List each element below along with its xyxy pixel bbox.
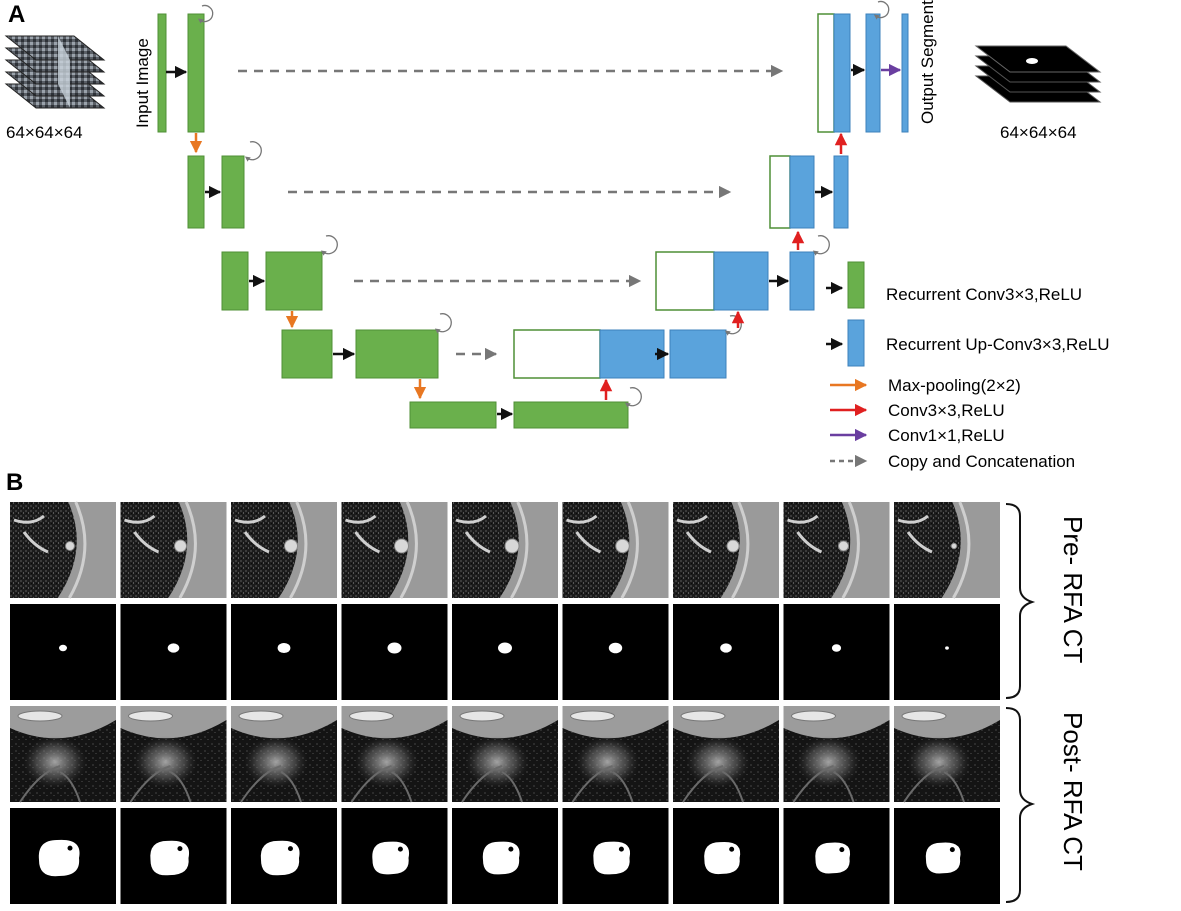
enc4-recurrent-loop <box>434 313 452 334</box>
input-image-stack <box>4 35 106 109</box>
post-ct-image <box>452 706 558 803</box>
legend-recurrent-conv: Recurrent Conv3×3,ReLU <box>886 285 1082 304</box>
dec3-recurrent-loop <box>812 235 830 256</box>
dec4-copy-block <box>513 329 601 379</box>
pre-mask-image <box>673 604 779 700</box>
pre-ct-image <box>452 501 558 599</box>
post-mask-image <box>673 808 779 904</box>
bottleneck-block-b <box>513 401 629 429</box>
post-rfa-label: Post- RFA CT <box>1058 712 1088 871</box>
enc2-recurrent-loop <box>244 141 262 162</box>
post-ct-image <box>673 706 779 803</box>
post-ct-image <box>562 706 669 803</box>
dec2-block <box>833 155 849 229</box>
dec2-copy-block <box>769 155 791 229</box>
dec4-block <box>669 329 727 379</box>
post-rfa-bracket <box>1005 707 1036 903</box>
post-mask-image <box>894 808 1000 904</box>
post-mask-image <box>783 808 890 904</box>
bottleneck-recurrent-loop <box>624 387 642 408</box>
pre-rfa-label: Pre- RFA CT <box>1058 516 1088 663</box>
enc2-block-b <box>221 155 245 229</box>
pre-rfa-bracket <box>1005 503 1036 699</box>
dec1-block <box>865 13 881 133</box>
pre-ct-image <box>120 501 227 599</box>
legend-conv1: Conv1×1,ReLU <box>888 426 1005 445</box>
output-label: Output Segmenti <box>918 0 937 124</box>
enc1-input-bar <box>157 13 167 133</box>
post-mask-image <box>231 808 337 904</box>
pre-mask-image <box>452 604 558 700</box>
pre-ct-image <box>673 501 779 599</box>
pre-ct-image <box>783 501 890 599</box>
legend: Recurrent Conv3×3,ReLU Recurrent Up-Conv… <box>826 261 1109 471</box>
output-segmentation-stack <box>974 45 1102 103</box>
dec1-copy-block <box>817 13 835 133</box>
ct-image-grid <box>10 501 1000 904</box>
pre-ct-image <box>894 501 1000 599</box>
post-ct-image <box>341 706 448 803</box>
pre-mask-image <box>120 604 227 700</box>
dec3-copy-block <box>655 251 715 311</box>
enc3-recurrent-loop <box>320 235 338 256</box>
enc3-block-b <box>265 251 323 311</box>
post-mask-image <box>10 808 116 904</box>
enc2-block-a <box>187 155 205 229</box>
legend-green-swatch <box>847 261 865 309</box>
pre-mask-image <box>10 604 116 700</box>
output-bar <box>901 13 909 133</box>
pre-mask-image <box>341 604 448 700</box>
legend-recurrent-upconv: Recurrent Up-Conv3×3,ReLU <box>886 335 1109 354</box>
post-ct-image <box>894 706 1000 803</box>
post-mask-image <box>452 808 558 904</box>
enc3-block-a <box>221 251 249 311</box>
pre-ct-image <box>562 501 669 599</box>
legend-conv3: Conv3×3,ReLU <box>888 401 1005 420</box>
post-mask-image <box>120 808 227 904</box>
pre-ct-image <box>231 501 337 599</box>
enc1-block <box>187 13 205 133</box>
dec4-up-block <box>599 329 665 379</box>
pre-mask-image <box>783 604 890 700</box>
input-image-label: Input Image <box>133 38 152 128</box>
pre-mask-image <box>894 604 1000 700</box>
post-ct-image <box>10 706 116 803</box>
bottleneck-block-a <box>409 401 497 429</box>
dec2-up-block <box>789 155 815 229</box>
enc4-block-b <box>355 329 439 379</box>
input-size-label: 64×64×64 <box>6 123 83 142</box>
legend-blue-swatch <box>847 319 865 367</box>
post-ct-image <box>120 706 227 803</box>
pre-mask-image <box>562 604 669 700</box>
enc4-block-a <box>281 329 333 379</box>
post-mask-image <box>341 808 448 904</box>
legend-maxpool: Max-pooling(2×2) <box>888 376 1021 395</box>
post-ct-image <box>231 706 337 803</box>
panel-a-label: A <box>8 1 25 28</box>
legend-copy: Copy and Concatenation <box>888 452 1075 471</box>
pre-mask-image <box>231 604 337 700</box>
dec1-up-block <box>833 13 851 133</box>
post-mask-image <box>562 808 669 904</box>
panel-b-label: B <box>6 469 23 496</box>
output-size-label: 64×64×64 <box>1000 123 1077 142</box>
pre-ct-image <box>341 501 448 599</box>
enc1-recurrent-loop <box>197 4 214 24</box>
post-ct-image <box>783 706 890 803</box>
dec3-up-block <box>713 251 769 311</box>
pre-ct-image <box>10 501 116 599</box>
dec3-block <box>789 251 815 311</box>
dec1-recurrent-loop <box>873 0 890 20</box>
